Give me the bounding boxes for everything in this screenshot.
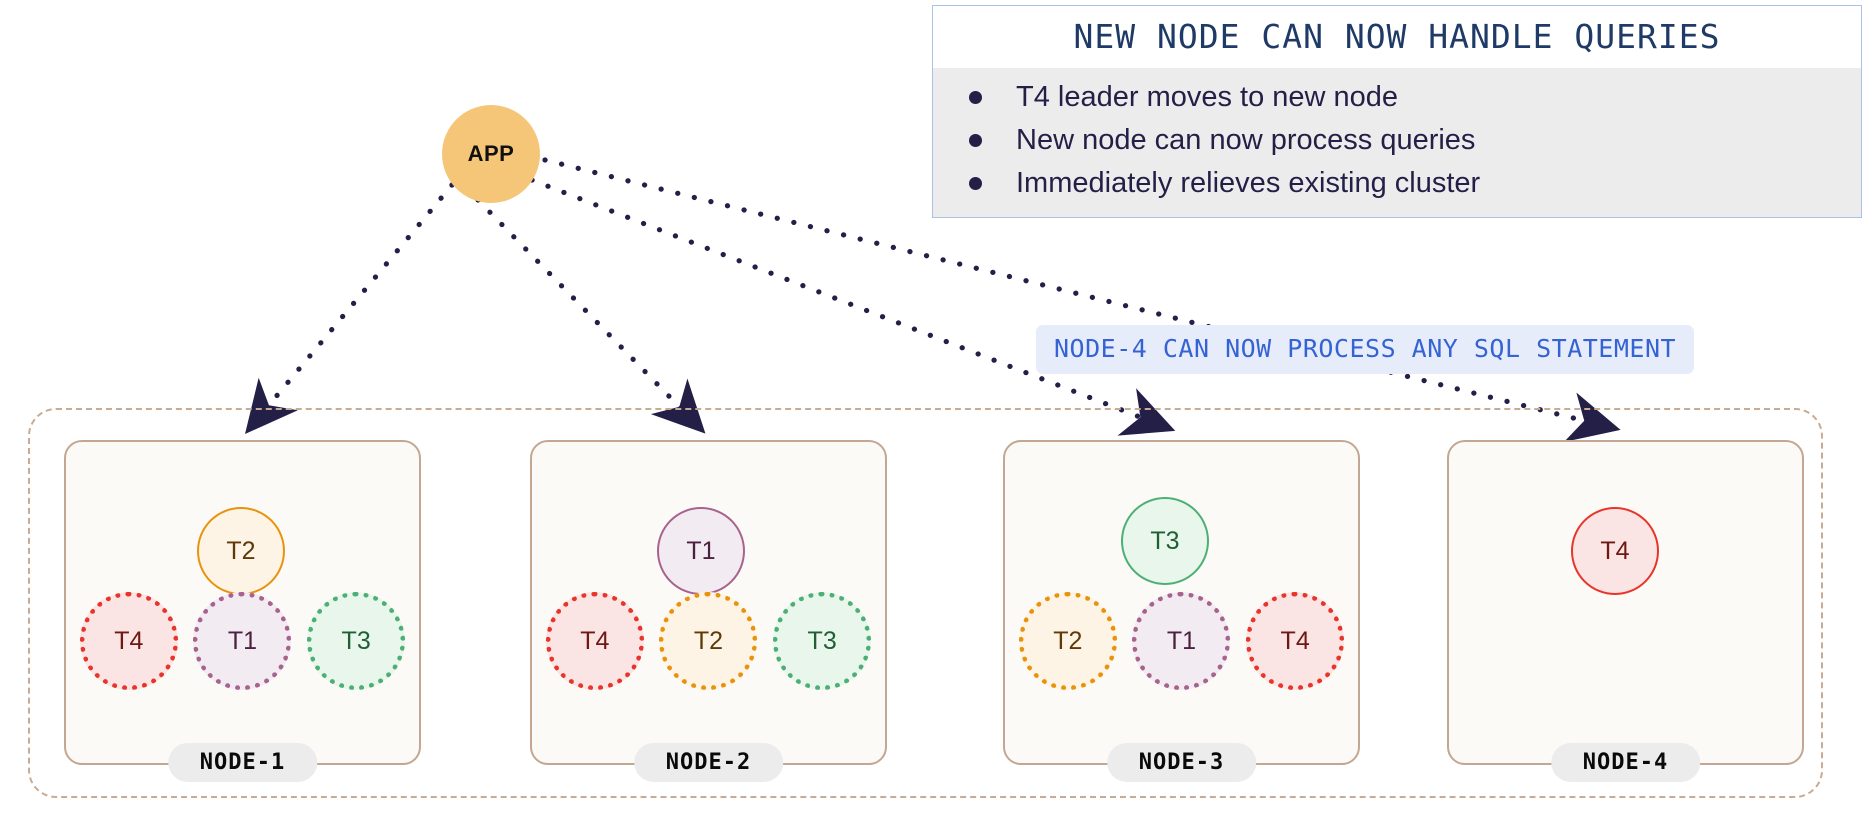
cluster-boundary (28, 408, 1823, 798)
info-bullet-item: New node can now process queries (933, 119, 1861, 162)
node-box-1[interactable]: T2 T4 T1 T3 NODE-1 (64, 440, 421, 782)
follower-circle[interactable]: T2 (659, 592, 758, 690)
bullet-icon (969, 91, 982, 104)
follower-circle[interactable]: T4 (545, 592, 644, 690)
app-node-label: APP (467, 141, 515, 166)
follower-label: T4 (114, 626, 144, 655)
follower-label: T1 (1166, 626, 1197, 655)
arrow-app-to-node-2 (475, 197, 706, 434)
arrow-app-to-node-1 (245, 182, 455, 434)
leader-label-node-1: T2 (226, 536, 256, 565)
info-bullet-item: T4 leader moves to new node (933, 76, 1861, 119)
follower-circle[interactable]: T1 (1132, 592, 1231, 690)
node-box-2[interactable]: T1 T4 T2 T3 NODE-2 (530, 440, 887, 782)
leader-circle-node-2[interactable]: T1 (657, 507, 745, 595)
follower-circle[interactable]: T3 (773, 592, 872, 690)
info-panel-body: T4 leader moves to new node New node can… (933, 68, 1861, 217)
info-bullet-item: Immediately relieves existing cluster (933, 162, 1861, 205)
leader-label-node-2: T1 (686, 536, 716, 565)
follower-circle[interactable]: T4 (1246, 592, 1345, 690)
follower-label: T2 (1053, 626, 1083, 655)
followers-node-3: T2 T1 T4 (1005, 592, 1358, 690)
info-panel-heading: NEW NODE CAN NOW HANDLE QUERIES (933, 6, 1861, 68)
follower-label: T4 (1280, 626, 1310, 655)
follower-label: T1 (227, 626, 258, 655)
node-label-4: NODE-4 (1550, 743, 1701, 782)
follower-label: T4 (580, 626, 610, 655)
callout-node4-sql: NODE-4 CAN NOW PROCESS ANY SQL STATEMENT (1036, 325, 1695, 374)
leader-label-node-3: T3 (1150, 526, 1180, 555)
leader-label-node-4: T4 (1600, 536, 1630, 565)
node-label-3: NODE-3 (1106, 743, 1257, 782)
follower-circle[interactable]: T4 (79, 592, 178, 690)
follower-circle[interactable]: T1 (193, 592, 292, 690)
followers-node-2: T4 T2 T3 (532, 592, 885, 690)
app-node[interactable]: APP (442, 105, 540, 203)
info-panel: NEW NODE CAN NOW HANDLE QUERIES T4 leade… (932, 5, 1862, 218)
bullet-icon (969, 134, 982, 147)
followers-node-1: T4 T1 T3 (66, 592, 419, 690)
leader-circle-node-3[interactable]: T3 (1121, 497, 1209, 585)
bullet-icon (969, 177, 982, 190)
node-label-1: NODE-1 (167, 743, 318, 782)
node-box-3[interactable]: T3 T2 T1 T4 NODE-3 (1003, 440, 1360, 782)
node-label-2: NODE-2 (633, 743, 784, 782)
follower-label: T2 (693, 626, 724, 655)
leader-circle-node-1[interactable]: T2 (197, 507, 285, 595)
info-bullet-text: T4 leader moves to new node (1016, 81, 1399, 113)
follower-circle[interactable]: T2 (1018, 592, 1117, 690)
follower-circle[interactable]: T3 (307, 592, 406, 690)
info-bullet-text: New node can now process queries (1016, 124, 1476, 156)
leader-circle-node-4[interactable]: T4 (1571, 507, 1659, 595)
node-box-4[interactable]: T4 NODE-4 (1447, 440, 1804, 782)
info-bullet-text: Immediately relieves existing cluster (1016, 167, 1481, 199)
follower-label: T3 (807, 626, 837, 655)
follower-label: T3 (341, 626, 371, 655)
